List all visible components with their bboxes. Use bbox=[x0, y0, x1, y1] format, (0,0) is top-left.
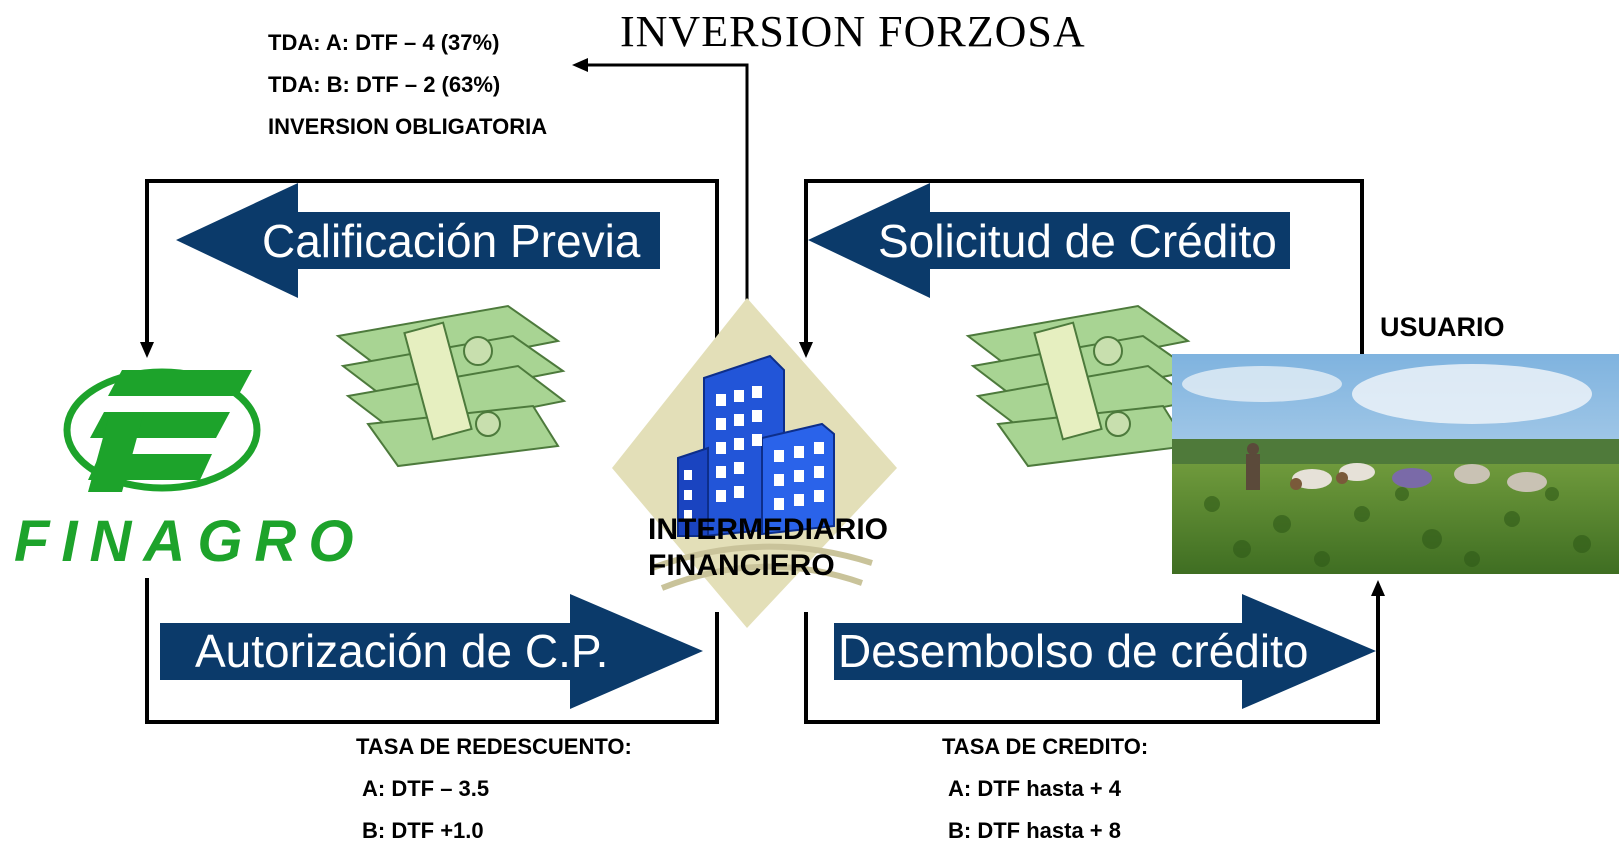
money-stack-icon bbox=[335, 304, 567, 468]
finagro-logo-icon bbox=[63, 368, 261, 492]
building-icon bbox=[612, 298, 897, 628]
arrow-solicitud bbox=[808, 183, 1290, 298]
inversion-line-b: TDA: B: DTF – 2 (63%) bbox=[268, 72, 501, 97]
arrow-calificacion bbox=[176, 183, 660, 298]
right-loop-bottom bbox=[804, 592, 1380, 724]
inversion-line-c: INVERSION OBLIGATORIA bbox=[268, 114, 548, 139]
farm-field-photo bbox=[1172, 354, 1619, 574]
arrow-autorizacion bbox=[160, 594, 703, 709]
arrow-desembolso-label: Desembolso de crédito bbox=[838, 625, 1309, 677]
credito-title: TASA DE CREDITO: bbox=[942, 734, 1149, 759]
right-loop-top-arrowhead bbox=[799, 342, 813, 358]
left-loop-bottom bbox=[145, 578, 719, 724]
inversion-arrowhead bbox=[572, 58, 588, 72]
inversion-line-a: TDA: A: DTF – 4 (37%) bbox=[268, 30, 500, 55]
left-loop-top bbox=[145, 179, 719, 345]
money-stack-icon bbox=[965, 304, 1197, 468]
credito-b: B: DTF hasta + 8 bbox=[948, 818, 1121, 843]
usuario-label: USUARIO bbox=[1380, 312, 1505, 342]
page-title: INVERSION FORZOSA bbox=[620, 7, 1086, 56]
inversion-connector bbox=[585, 63, 749, 345]
arrow-autorizacion-label: Autorización de C.P. bbox=[195, 625, 609, 677]
arrow-calificacion-label: Calificación Previa bbox=[262, 215, 641, 267]
right-loop-bottom-arrowhead bbox=[1371, 580, 1385, 596]
right-loop-top bbox=[804, 179, 1364, 356]
left-loop-top-arrowhead bbox=[140, 342, 154, 358]
credito-a: A: DTF hasta + 4 bbox=[948, 776, 1121, 801]
finagro-name: FINAGRO bbox=[14, 509, 366, 574]
redescuento-title: TASA DE REDESCUENTO: bbox=[356, 734, 632, 759]
arrow-solicitud-label: Solicitud de Crédito bbox=[878, 215, 1277, 267]
intermediario-line1: INTERMEDIARIO bbox=[648, 513, 888, 546]
arrow-desembolso bbox=[834, 594, 1376, 709]
redescuento-b: B: DTF +1.0 bbox=[362, 818, 484, 843]
redescuento-a: A: DTF – 3.5 bbox=[362, 776, 490, 801]
intermediario-line2: FINANCIERO bbox=[648, 549, 835, 582]
